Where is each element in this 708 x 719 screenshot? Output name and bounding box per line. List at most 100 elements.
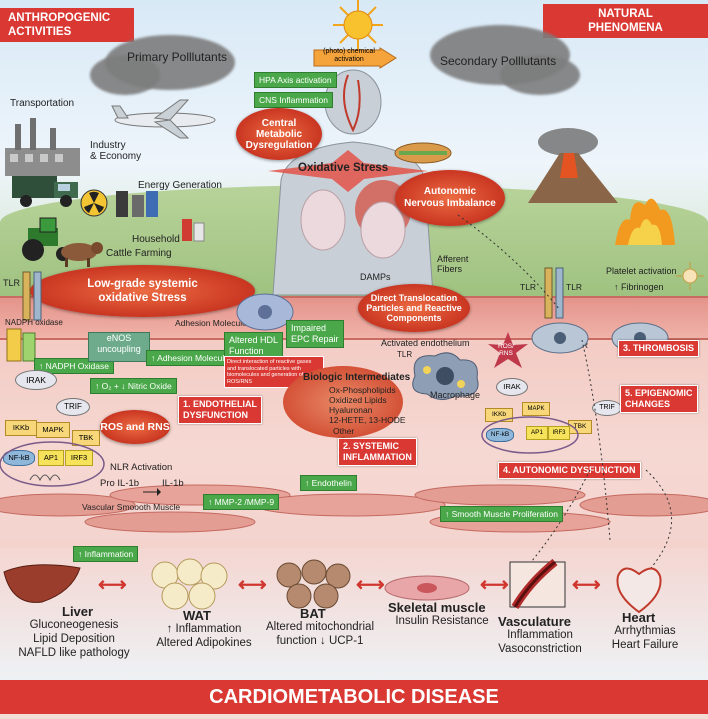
heart-icon [612, 560, 667, 620]
ros-rns-label: ROS and RNS [100, 421, 170, 433]
ros-rns-starburst [488, 332, 528, 377]
mapk-right-label: MAPK [527, 406, 545, 412]
macrophage-icon [405, 348, 485, 408]
arrow-muscle-vasc: ⟷ [480, 574, 509, 596]
organ-heart-line1: Arrhythmias [614, 625, 676, 637]
sandwich-icon [393, 138, 453, 173]
epigenomic-label: 5. EPIGENOMIC CHANGES [620, 385, 698, 413]
organ-heart-line2: Heart Failure [611, 639, 679, 651]
organ-bat-title: BAT [300, 606, 326, 621]
o2-nitric-oxide-label: ↑ O₂ + ↓ Nitric Oxide [90, 378, 177, 394]
low-grade-label: Low-grade systemic oxidative Stress [87, 278, 198, 304]
tlr-right1-label: TLR [520, 282, 537, 292]
irf3-left-node: IRF3 [65, 450, 93, 466]
organ-skeletal-title: Skeletal muscle [388, 600, 486, 615]
ap1-left-node: AP1 [38, 450, 64, 466]
biologic-item-1: Ox-Phospholipids [329, 385, 396, 395]
smooth-muscle-proliferation-text: Smooth Muscle Proliferation [451, 509, 558, 519]
volcano-icon [528, 128, 618, 208]
nadph-oxidase-label-text: NADPH Oxidase [45, 361, 109, 371]
vasculature-icon [509, 558, 566, 612]
cardiometabolic-disease-banner: CARDIOMETABOLIC DISEASE [0, 680, 708, 714]
autonomic-ellipse: Autonomic Nervous Imbalance [395, 170, 505, 226]
oxidative-stress-star [268, 150, 428, 197]
organ-liver-line2: Lipid Deposition [33, 633, 115, 645]
biologic-item-5: Other [333, 426, 355, 436]
organ-skeletal-line1: Insulin Resistance [395, 615, 489, 627]
irak-right-label: IRAK [503, 382, 521, 391]
organ-liver-line1: Gluconeogenesis [29, 619, 119, 631]
nadph-oxidase-text: NADPH oxidase [5, 318, 63, 327]
energy-label: Energy Generation [138, 180, 222, 191]
organ-bat-line1: Altered mitochondrial [265, 621, 375, 633]
organ-liver-line3: NAFLD like pathology [18, 647, 130, 659]
household-icon [180, 215, 212, 250]
endothelin-label: ↑ Endothelin [300, 475, 357, 491]
nfkb-left-label: NF-kB [8, 453, 30, 462]
impaired-epc-label: Impaired EPC Repair [286, 320, 344, 348]
mapk-left-node: MAPK [36, 422, 70, 438]
organ-bat-line2: function ↓ UCP-1 [276, 635, 364, 647]
cattle-label: Cattle Farming [106, 248, 172, 259]
il1b-label: IL-1b [162, 478, 184, 489]
tbk-left-node: TBK [72, 430, 100, 446]
organ-vasculature-title: Vasculature [498, 614, 571, 629]
tlr-mid-label: TLR [397, 350, 413, 359]
natural-phenomena-label: NATURAL PHENOMENA [543, 4, 708, 38]
biologic-item-4: 12-HETE, 13-HODE [329, 415, 406, 425]
endothelial-dysfunction-label: 1. ENDOTHELIAL DYSFUNCTION [178, 396, 263, 424]
autonomic-dysfunction-label: 4. AUTONOMIC DYSFUNCTION [498, 462, 641, 479]
direct-translocation-label: Direct Translocation Particles and React… [366, 293, 462, 323]
enos-box: eNOS uncoupling [88, 332, 150, 362]
ap1-right-label: AP1 [530, 429, 544, 436]
cow-icon [55, 238, 105, 273]
irf3-right-node: IRF3 [548, 426, 570, 440]
nfkb-left-node: NF-kB [3, 450, 35, 466]
arrow-bat-muscle: ⟷ [356, 574, 385, 596]
photochemical-arrow [313, 47, 397, 73]
factory-icon [5, 118, 85, 183]
macrophage-label: Macrophage [430, 390, 481, 400]
secondary-cloud-2 [500, 55, 580, 95]
direct-interaction-label: Direct interaction of reactive gases and… [227, 359, 312, 385]
irf3-right-label: IRF3 [552, 430, 566, 436]
pro-il1b-label: Pro IL-1b [100, 478, 140, 489]
bat-icon [274, 559, 354, 615]
biologic-intermediates-ellipse [283, 366, 403, 438]
nlr-activation-label: NLR Activation [110, 462, 173, 473]
mapk-left-label: MAPK [42, 425, 64, 434]
tractor-icon [18, 217, 78, 268]
nadph-oxidase-label: ↑ NADPH Oxidase [34, 358, 114, 374]
cns-inflammation-label: CNS Inflammation [254, 92, 333, 108]
activated-endothelium-label: Activated endothelium [381, 338, 470, 348]
irf3-left-label: IRF3 [70, 453, 88, 462]
enos-label: eNOS uncoupling [97, 333, 141, 354]
industry-label: Industry & Economy [90, 140, 142, 162]
transportation-label: Transportation [10, 98, 75, 109]
nfkb-right-node: NF-kB [486, 428, 514, 442]
wat-icon [150, 558, 230, 615]
arrow-wat-bat: ⟷ [238, 574, 267, 596]
ap1-right-node: AP1 [526, 426, 548, 440]
anthropogenic-label: ANTHROPOGENIC ACTIVITIES [0, 8, 134, 42]
mapk-right-node: MAPK [522, 402, 550, 416]
inflammation-label-text: Inflammation [84, 549, 134, 559]
smooth-muscle-band [0, 470, 708, 545]
biologic-intermediates-title: Biologic Intermediates [303, 372, 411, 383]
arrow-vasc-heart: ⟷ [572, 574, 601, 596]
nfkb-right-label: NF-kB [490, 431, 510, 438]
irak-left-label: IRAK [26, 375, 46, 385]
trif-left-node: TRIF [56, 398, 90, 416]
nucleus-right-icon [480, 415, 580, 460]
platelet-label: Platelet activation [606, 266, 677, 276]
il-arrow [143, 483, 161, 501]
secondary-pollutants-label: Secondary Polllutants [440, 54, 557, 68]
nadph-complex-icon [5, 327, 39, 372]
leukocyte-cell [235, 290, 295, 340]
tlr-receptor-left-icon [20, 271, 46, 325]
photochemical-label: (photo) chemical activation [323, 48, 375, 63]
o2-nitric-oxide-text: O₂ + ↓ Nitric Oxide [101, 381, 172, 391]
oxidative-stress-label: Oxidative Stress [298, 162, 389, 174]
central-metabolic-ellipse: Central Metabolic Dysregulation [236, 108, 322, 160]
